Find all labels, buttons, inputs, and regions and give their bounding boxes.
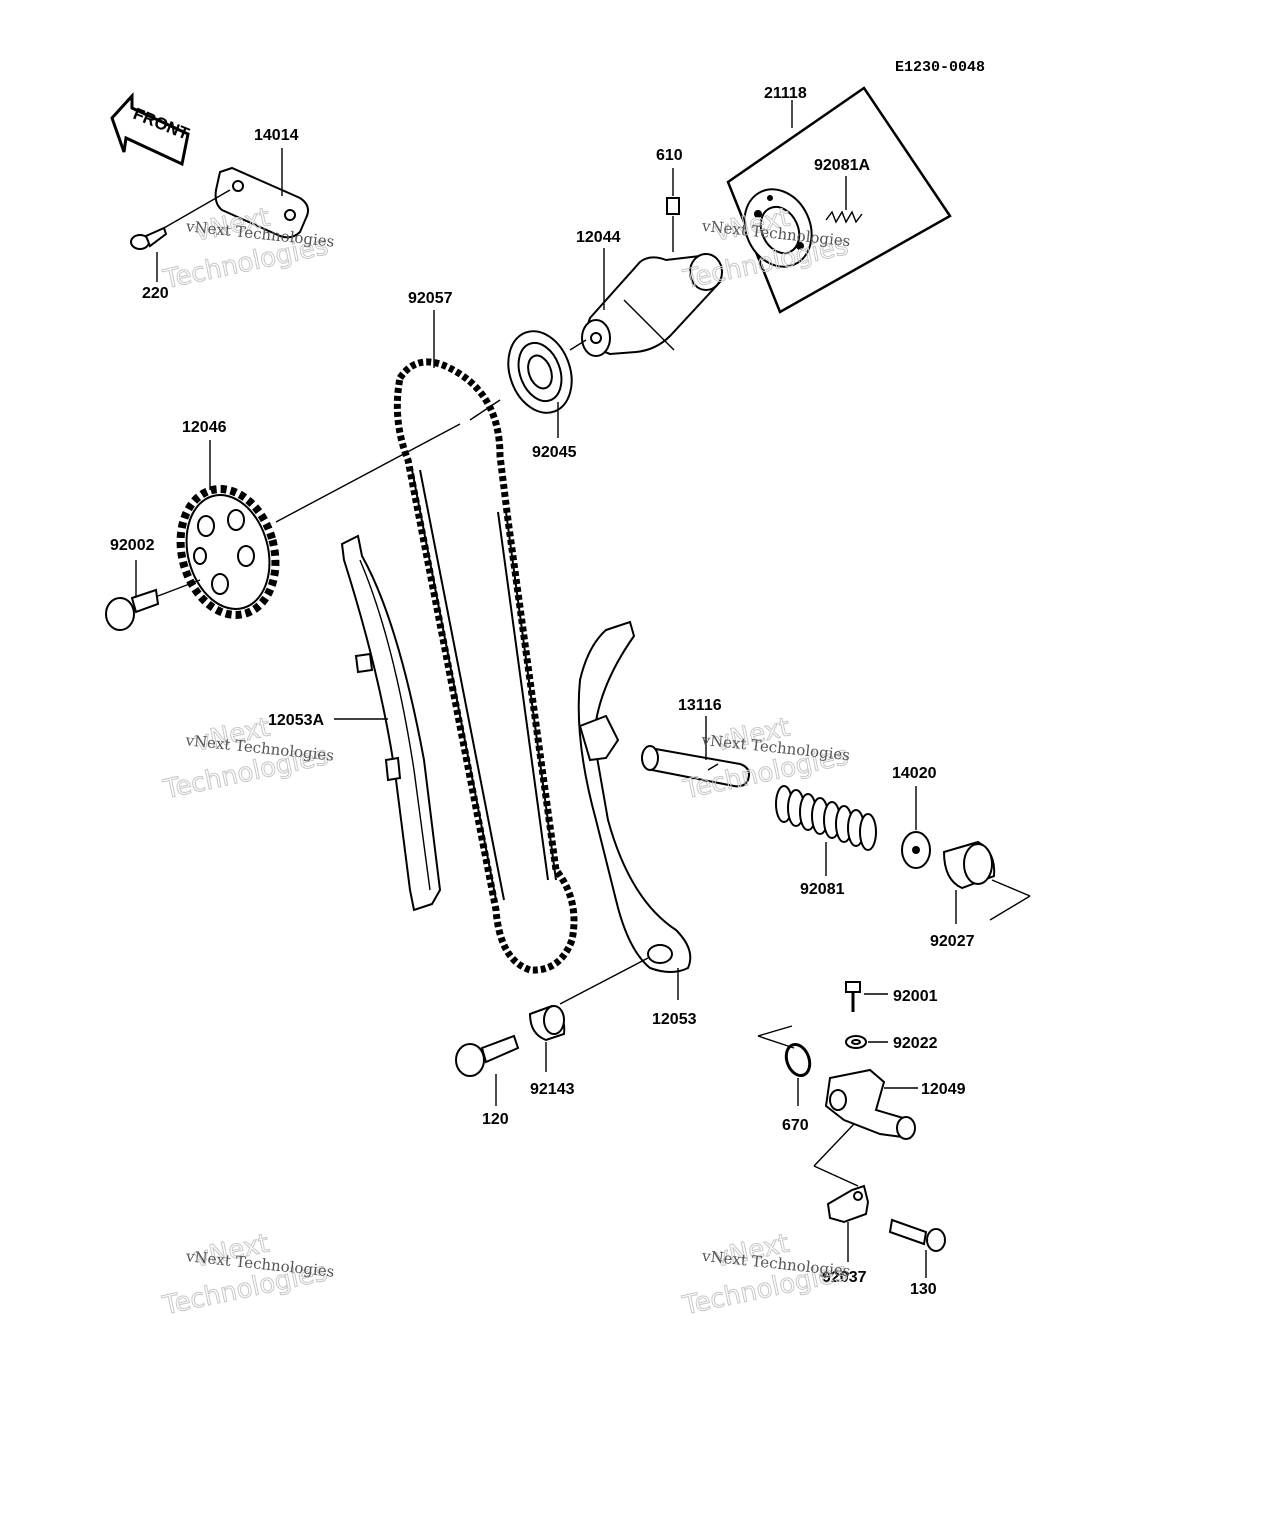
o-ring-670	[784, 1043, 812, 1077]
bolt-92001	[845, 981, 861, 1012]
collar-92027	[942, 840, 996, 890]
label-21118: 21118	[764, 85, 807, 102]
label-12053: 12053	[652, 1011, 697, 1028]
bolt-92002	[105, 579, 201, 631]
pin-610	[666, 197, 680, 215]
label-92022: 92022	[893, 1035, 938, 1052]
label-92045: 92045	[532, 444, 577, 461]
tensioner-arm-12053	[577, 620, 692, 973]
label-12044: 12044	[576, 229, 621, 246]
label-92057: 92057	[408, 290, 453, 307]
label-220: 220	[142, 285, 169, 302]
nut-14020	[901, 831, 931, 869]
label-92002: 92002	[110, 537, 155, 554]
spring-92081	[775, 785, 877, 851]
label-610: 610	[656, 147, 683, 164]
label-12046: 12046	[182, 419, 227, 436]
label-92027: 92027	[930, 933, 975, 950]
tensioner-12049	[824, 1068, 916, 1140]
bracket-14014	[214, 166, 309, 239]
sprocket-12046	[176, 485, 280, 619]
label-12053A: 12053A	[268, 712, 324, 729]
front-arrow-icon: FRONT	[110, 92, 192, 167]
washer-92022	[845, 1035, 867, 1049]
bolt-130	[888, 1218, 946, 1252]
decompressor-plate	[743, 188, 813, 268]
collar-92143	[528, 1004, 566, 1042]
spring-92081A	[825, 210, 863, 224]
label-12049: 12049	[921, 1081, 966, 1098]
label-92081: 92081	[800, 881, 845, 898]
label-120: 120	[482, 1111, 509, 1128]
label-14020: 14020	[892, 765, 937, 782]
label-92001: 92001	[893, 988, 938, 1005]
bolt-120	[455, 1034, 520, 1077]
label-92143: 92143	[530, 1081, 575, 1098]
cam-chain-92057	[393, 358, 578, 974]
chain-guide-12053A	[340, 534, 442, 912]
shaft-13116	[641, 745, 750, 788]
label-14014: 14014	[254, 127, 299, 144]
diagram-code: E1230-0048	[895, 59, 985, 76]
label-130: 130	[910, 1281, 937, 1298]
screw-220	[130, 189, 231, 250]
bearing-92045	[507, 330, 587, 414]
label-92037: 92037	[822, 1269, 867, 1286]
camshaft-12044	[581, 253, 723, 357]
label-92081A: 92081A	[814, 157, 870, 174]
label-13116: 13116	[678, 697, 722, 714]
kit-box-21118	[726, 86, 952, 314]
clamp-92037	[826, 1184, 870, 1224]
label-670: 670	[782, 1117, 809, 1134]
